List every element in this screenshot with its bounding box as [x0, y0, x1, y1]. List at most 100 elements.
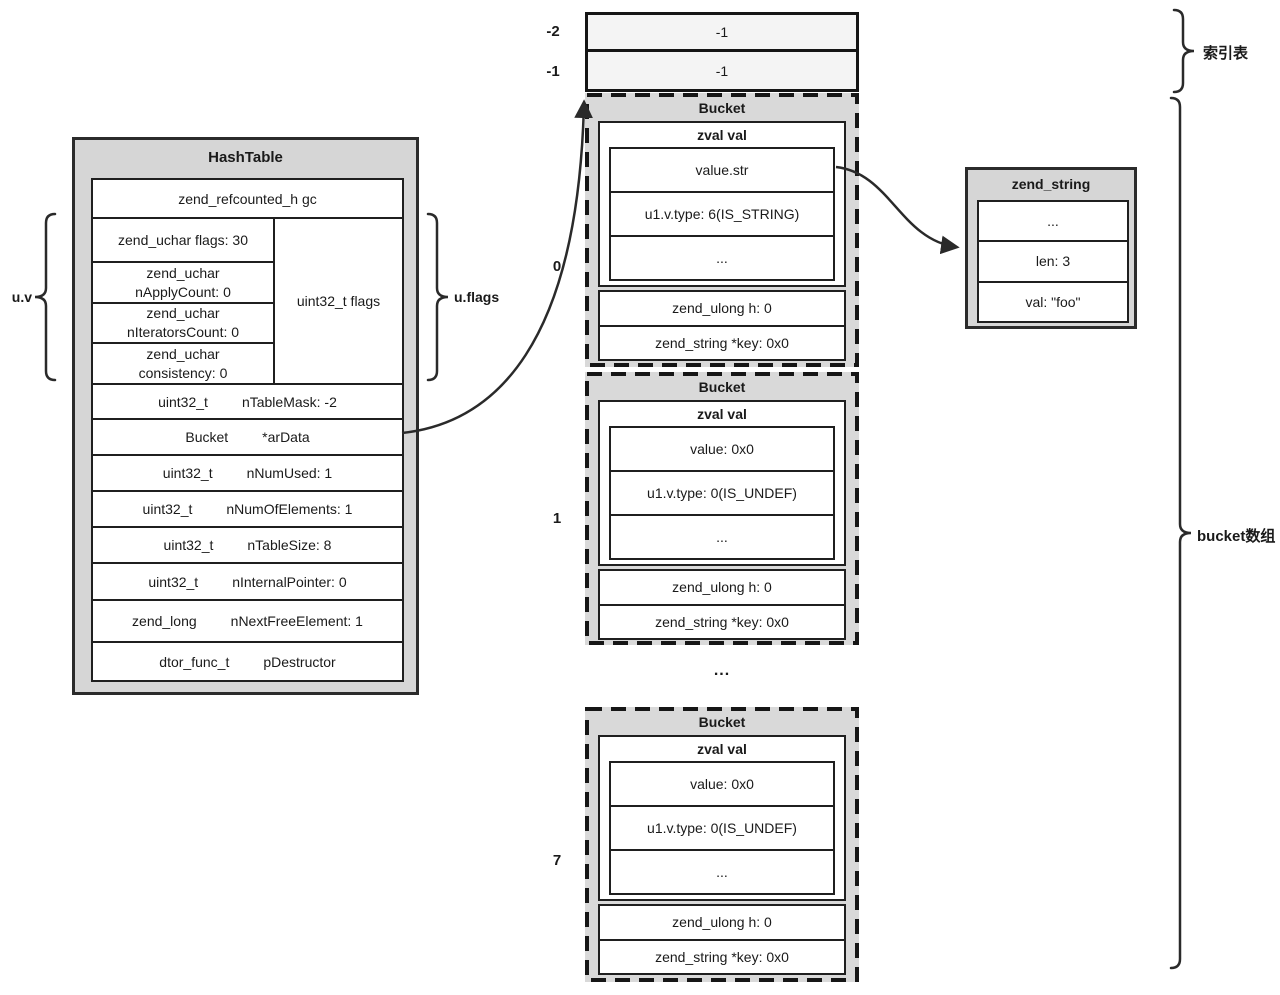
- field-type: uint32_t: [142, 501, 193, 517]
- hashtable-uv-group: zend_uchar flags: 30 zend_uchar nApplyCo…: [93, 217, 402, 383]
- zend-string-row-len: len: 3: [979, 240, 1127, 280]
- field-text: nApplyCount: 0: [135, 283, 231, 300]
- field-type: Bucket: [185, 429, 229, 445]
- field-text: zend_string *key: 0x0: [655, 334, 789, 351]
- index-row-label: -2: [546, 23, 560, 40]
- zval-row-type: u1.v.type: 0(IS_UNDEF): [611, 470, 833, 514]
- bucket-array-brace: [1169, 96, 1192, 970]
- zval-row-ellipsis: ...: [611, 849, 833, 893]
- field-text: nIteratorsCount: 0: [126, 324, 240, 341]
- zval-title: zval val: [697, 741, 747, 757]
- field-value: nTableMask: -2: [241, 393, 337, 410]
- field-type: dtor_func_t: [159, 653, 230, 670]
- uv-label: u.v: [11, 289, 32, 305]
- zend-string-row-val: val: "foo": [979, 280, 1127, 321]
- uflags-label: u.flags: [454, 289, 500, 305]
- field-text: value.str: [695, 162, 749, 178]
- field-value: nTableSize: 8: [247, 537, 332, 553]
- hashtable-row-ntablemask: uint32_t nTableMask: -2: [93, 383, 402, 418]
- bucket-7: Bucket zval val value: 0x0 u1.v.type: 0(…: [585, 707, 859, 982]
- hashtable-struct: HashTable zend_refcounted_h gc zend_ucha…: [72, 137, 419, 695]
- uint32-flags-cell: uint32_t flags: [275, 219, 402, 383]
- field-value: *arData: [262, 429, 310, 445]
- index-table-brace: [1172, 8, 1195, 94]
- hashtable-row-ntablesize: uint32_t nTableSize: 8: [93, 526, 402, 562]
- field-text: zend_uchar flags: 30: [118, 231, 248, 248]
- field-text: ...: [716, 864, 728, 880]
- bucket-row-key: zend_string *key: 0x0: [600, 324, 844, 360]
- field-text: uint32_t flags: [296, 293, 381, 309]
- zval-row-value: value.str: [611, 149, 833, 191]
- zval-rows: value: 0x0 u1.v.type: 0(IS_UNDEF) ...: [609, 426, 835, 560]
- field-text: zend_ulong h: 0: [672, 914, 772, 931]
- bucket-title: Bucket: [698, 100, 746, 116]
- zval-title: zval val: [697, 406, 747, 422]
- field-text: zend_string *key: 0x0: [655, 948, 789, 965]
- index-value: -1: [715, 62, 729, 79]
- zval-rows: value: 0x0 u1.v.type: 0(IS_UNDEF) ...: [609, 761, 835, 895]
- field-text: zend_uchar: [146, 305, 220, 322]
- hashtable-row-pdestructor: dtor_func_t pDestructor: [93, 641, 402, 680]
- field-type: uint32_t: [163, 537, 214, 553]
- zend-string-rows: ... len: 3 val: "foo": [977, 200, 1129, 323]
- hashtable-row-nnumused: uint32_t nNumUsed: 1: [93, 454, 402, 490]
- bucket-array-label: bucket数组: [1197, 528, 1276, 545]
- field-text: val: "foo": [1025, 293, 1081, 310]
- zval-row-value: value: 0x0: [611, 763, 833, 805]
- uflags-brace: [426, 212, 449, 382]
- bucket-hkey-box: zend_ulong h: 0 zend_string *key: 0x0: [598, 904, 846, 975]
- field-text: value: 0x0: [690, 441, 754, 457]
- field-text: len: 3: [1035, 253, 1071, 270]
- zval-row-type: u1.v.type: 6(IS_STRING): [611, 191, 833, 235]
- bucket-0: Bucket zval val value.str u1.v.type: 6(I…: [585, 93, 859, 367]
- bucket-row-key: zend_string *key: 0x0: [600, 938, 844, 974]
- bucket-row-h: zend_ulong h: 0: [600, 571, 844, 604]
- index-table-row: -1: [588, 52, 856, 89]
- zend-string-row-ellipsis: ...: [979, 202, 1127, 240]
- field-text: u1.v.type: 6(IS_STRING): [644, 206, 800, 222]
- uv-row-consistency: zend_uchar consistency: 0: [93, 342, 273, 383]
- field-text: value: 0x0: [690, 776, 754, 792]
- bucket-hkey-box: zend_ulong h: 0 zend_string *key: 0x0: [598, 569, 846, 640]
- zval-row-ellipsis: ...: [611, 235, 833, 279]
- field-text: ...: [1047, 213, 1059, 230]
- field-text: u1.v.type: 0(IS_UNDEF): [647, 820, 797, 836]
- hashtable-row-gc: zend_refcounted_h gc: [93, 180, 402, 217]
- bucket-index-label: 1: [552, 510, 562, 527]
- zend-string-struct: zend_string ... len: 3 val: "foo": [965, 167, 1137, 329]
- hashtable-row-nnumofelements: uint32_t nNumOfElements: 1: [93, 490, 402, 526]
- zval-box: zval val value: 0x0 u1.v.type: 0(IS_UNDE…: [598, 735, 846, 901]
- zval-box: zval val value.str u1.v.type: 6(IS_STRIN…: [598, 121, 846, 287]
- zval-box: zval val value: 0x0 u1.v.type: 0(IS_UNDE…: [598, 400, 846, 566]
- field-text: zend_uchar: [146, 345, 220, 362]
- field-text: ...: [716, 529, 728, 545]
- zend-string-title: zend_string: [1011, 176, 1091, 192]
- index-row-label: -1: [546, 63, 560, 80]
- zval-row-value: value: 0x0: [611, 428, 833, 470]
- zval-row-type: u1.v.type: 0(IS_UNDEF): [611, 805, 833, 849]
- field-type: uint32_t: [158, 393, 208, 410]
- zval-rows: value.str u1.v.type: 6(IS_STRING) ...: [609, 147, 835, 281]
- hashtable-field-table: zend_refcounted_h gc zend_uchar flags: 3…: [91, 178, 404, 682]
- field-value: nNumOfElements: 1: [226, 501, 353, 517]
- index-table-label: 索引表: [1203, 45, 1249, 62]
- index-table: -1 -1: [585, 12, 859, 92]
- uv-brace: [34, 212, 57, 382]
- field-text: zend_refcounted_h gc: [178, 190, 317, 207]
- index-table-row: -1: [588, 15, 856, 52]
- field-text: zend_ulong h: 0: [672, 300, 772, 317]
- buckets-ellipsis: ...: [713, 662, 731, 679]
- field-type: uint32_t: [148, 573, 199, 590]
- bucket-row-h: zend_ulong h: 0: [600, 292, 844, 325]
- field-value: nNumUsed: 1: [246, 465, 333, 481]
- bucket-row-h: zend_ulong h: 0: [600, 906, 844, 939]
- hashtable-row-nnextfreeelement: zend_long nNextFreeElement: 1: [93, 599, 402, 641]
- bucket-title: Bucket: [698, 379, 746, 395]
- field-text: consistency: 0: [138, 364, 228, 381]
- field-type: zend_long: [132, 613, 197, 629]
- hashtable-row-ardata: Bucket *arData: [93, 418, 402, 454]
- bucket-1: Bucket zval val value: 0x0 u1.v.type: 0(…: [585, 372, 859, 645]
- hashtable-row-ninternalpointer: uint32_t nInternalPointer: 0: [93, 562, 402, 599]
- uv-row-flags: zend_uchar flags: 30: [93, 219, 273, 261]
